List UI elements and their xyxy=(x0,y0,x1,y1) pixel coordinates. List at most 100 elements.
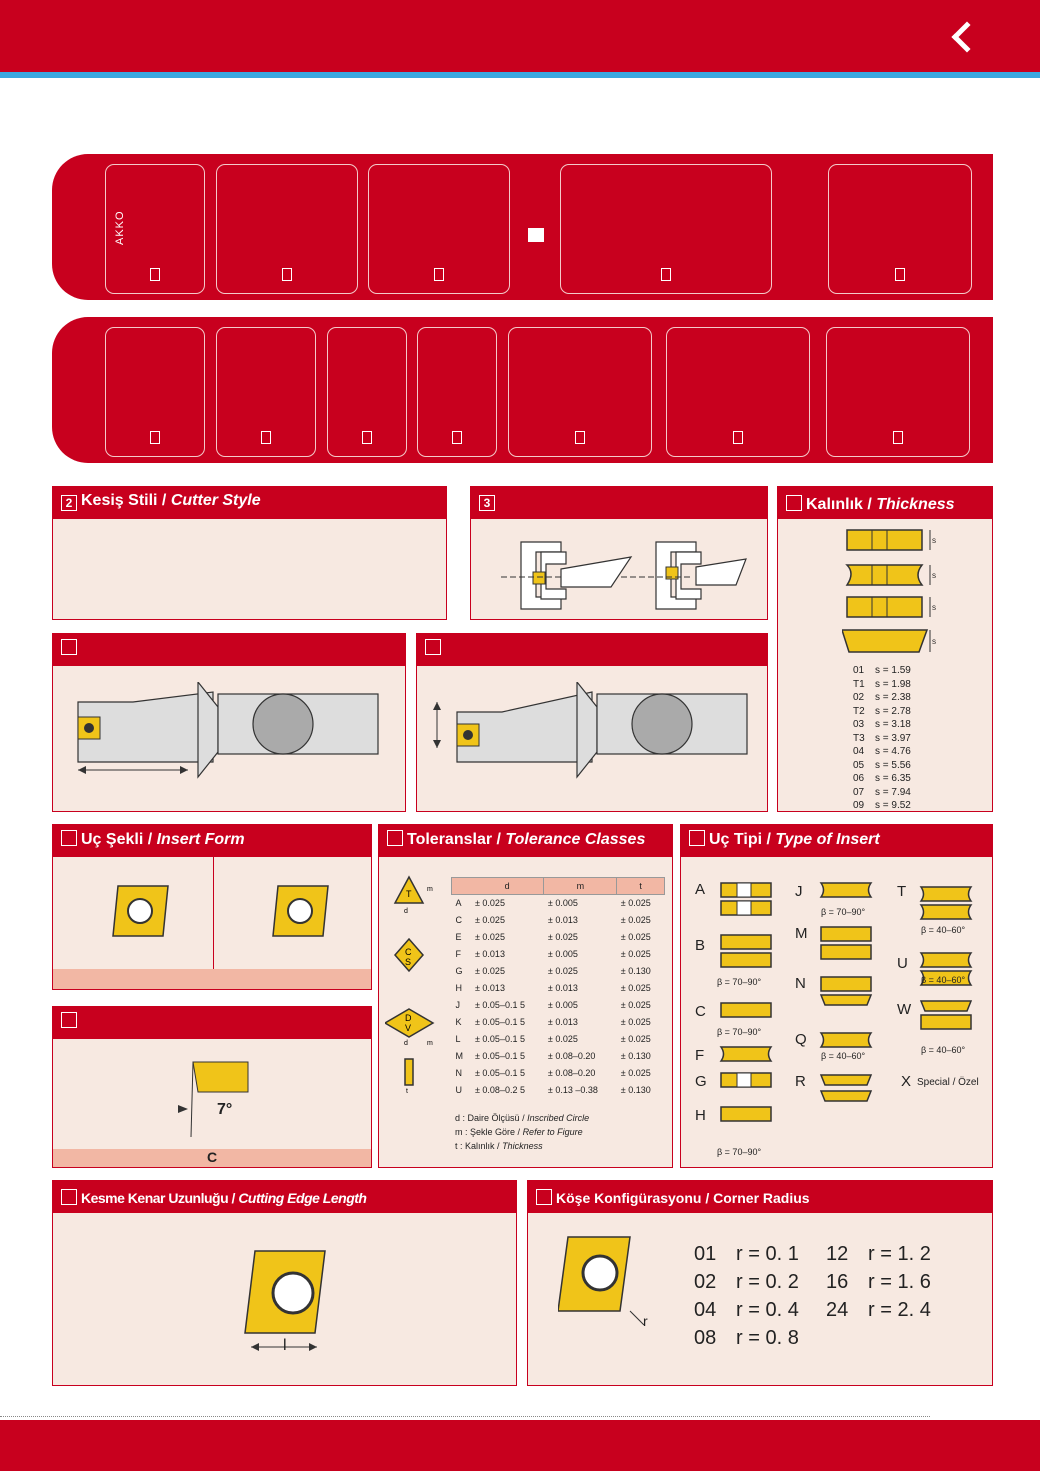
code-slot-4 xyxy=(560,164,772,294)
code-slot-1: AKKO xyxy=(105,164,205,294)
divider xyxy=(213,857,214,989)
svg-text:d: d xyxy=(404,1040,408,1047)
slot-marker-icon xyxy=(434,268,444,281)
section-number: 2 xyxy=(61,495,77,511)
table-row: F± 0.013± 0.005± 0.025 xyxy=(455,949,651,959)
edge-length-panel: Kesme Kenar Uzunluğu / Cutting Edge Leng… xyxy=(52,1180,517,1386)
tool-offset-diagram xyxy=(433,682,748,779)
insert-type-header: Uç Tipi / Type of Insert xyxy=(681,825,992,857)
clearance-diagram xyxy=(178,1061,249,1137)
code-band-2 xyxy=(52,317,993,463)
header-bar xyxy=(0,0,1040,72)
slot-marker-icon xyxy=(895,268,905,281)
corner-radius-label: r xyxy=(643,1313,648,1329)
svg-text:C: C xyxy=(405,947,412,957)
thickness-header: Kalınlık / Thickness xyxy=(778,487,992,519)
edge-length-diagram xyxy=(244,1250,326,1351)
table-row: U± 0.08–0.2 5± 0.13 –0.38± 0.130 xyxy=(455,1085,651,1095)
code-band-1: AKKO xyxy=(52,154,993,300)
holder-style-header: 3 xyxy=(471,487,767,519)
type-letter: C xyxy=(695,1003,706,1020)
tool-offset-panel xyxy=(416,633,768,812)
footer-dotted-line xyxy=(0,1416,930,1417)
svg-text:S: S xyxy=(405,957,411,967)
svg-text:S: S xyxy=(932,574,936,580)
slot-marker-icon xyxy=(661,268,671,281)
type-letter: B xyxy=(695,937,706,954)
insert-type-shapes xyxy=(719,882,973,1122)
type-letter: A xyxy=(695,881,706,898)
code-slot-7 xyxy=(216,327,316,457)
insert-type-panel: Uç Tipi / Type of Insert A B C F G H J M… xyxy=(680,824,993,1168)
svg-text:m: m xyxy=(427,886,433,893)
tool-length-header xyxy=(53,634,405,666)
tool-length-panel xyxy=(52,633,406,812)
insert-form-panel: Uç Şekli / Insert Form xyxy=(52,824,372,990)
code-slot-5 xyxy=(828,164,972,294)
insert-form-footer xyxy=(53,969,371,989)
table-row: M± 0.05–0.1 5± 0.08–0.20± 0.130 xyxy=(455,1051,651,1061)
brand-label: AKKO xyxy=(114,210,126,245)
tool-length-diagram xyxy=(77,682,379,779)
table-row: G± 0.025± 0.025± 0.130 xyxy=(455,966,651,976)
tolerance-legend: d : Daire Ölçüsü / Inscribed Circle m : … xyxy=(455,1113,590,1151)
tool-offset-header xyxy=(417,634,767,666)
table-row: H± 0.013± 0.013± 0.025 xyxy=(455,983,651,993)
svg-text:S: S xyxy=(932,640,936,646)
slot-marker-icon xyxy=(733,431,743,444)
insert-form-header: Uç Şekli / Insert Form xyxy=(53,825,371,857)
holder-style-panel: 3 xyxy=(470,486,768,620)
table-row: E± 0.025± 0.025± 0.025 xyxy=(455,932,651,942)
slot-marker-icon xyxy=(893,431,903,444)
table-row: C± 0.025± 0.013± 0.025 xyxy=(455,915,651,925)
code-slot-2 xyxy=(216,164,358,294)
table-row: A± 0.025± 0.005± 0.025 xyxy=(455,898,651,909)
slot-marker-icon xyxy=(282,268,292,281)
code-slot-6 xyxy=(105,327,205,457)
code-slot-11 xyxy=(666,327,810,457)
code-slot-10 xyxy=(508,327,652,457)
svg-text:d: d xyxy=(404,908,408,915)
clearance-panel: 7° C xyxy=(52,1006,372,1168)
type-letter: X xyxy=(901,1073,912,1090)
corner-radius-header: Köşe Konfigürasyonu / Corner Radius xyxy=(528,1181,992,1213)
type-letter: R xyxy=(795,1073,806,1090)
type-letter: M xyxy=(795,925,808,942)
slot-marker-icon xyxy=(575,431,585,444)
type-letter: H xyxy=(695,1107,706,1124)
slot-marker-icon xyxy=(150,268,160,281)
slot-marker-icon xyxy=(150,431,160,444)
svg-text:V: V xyxy=(405,1023,411,1033)
svg-text:T: T xyxy=(406,889,412,899)
type-letter: T xyxy=(897,883,907,900)
code-slot-3 xyxy=(368,164,510,294)
type-letter: G xyxy=(695,1073,707,1090)
type-letter: J xyxy=(795,883,803,900)
type-letter: F xyxy=(695,1047,705,1064)
svg-text:t: t xyxy=(406,1088,408,1095)
svg-text:S: S xyxy=(932,606,936,612)
corner-radius-diagram xyxy=(558,1236,645,1326)
edge-length-label: l xyxy=(283,1337,287,1354)
